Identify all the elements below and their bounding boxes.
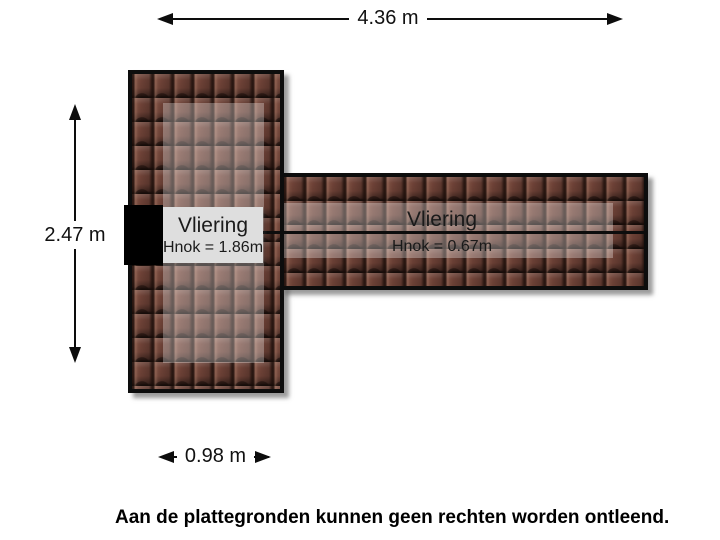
room-label-box-left: Vliering Hnok = 1.86m [163,207,263,263]
arrowhead-up-icon [69,104,81,120]
room-height-note-right: Hnok = 0.67m [391,238,493,255]
ridge-line [263,231,644,234]
room-name-left: Vliering [177,213,249,237]
dimension-left-label: 2.47 m [36,221,114,249]
headroom-overlay-right [284,203,613,258]
arrowhead-left-icon [158,451,174,463]
arrowhead-right-icon [607,13,623,25]
arrowhead-down-icon [69,347,81,363]
room-height-note-left: Hnok = 1.86m [162,238,264,256]
dimension-top-label: 4.36 m [349,4,427,33]
room-name-right: Vliering [406,208,478,231]
arrowhead-right-icon [255,451,271,463]
dimension-bottom-label: 0.98 m [177,443,254,470]
disclaimer-text: Aan de plattegronden kunnen geen rechten… [115,507,670,528]
arrowhead-left-icon [157,13,173,25]
wall-opening [124,205,163,265]
